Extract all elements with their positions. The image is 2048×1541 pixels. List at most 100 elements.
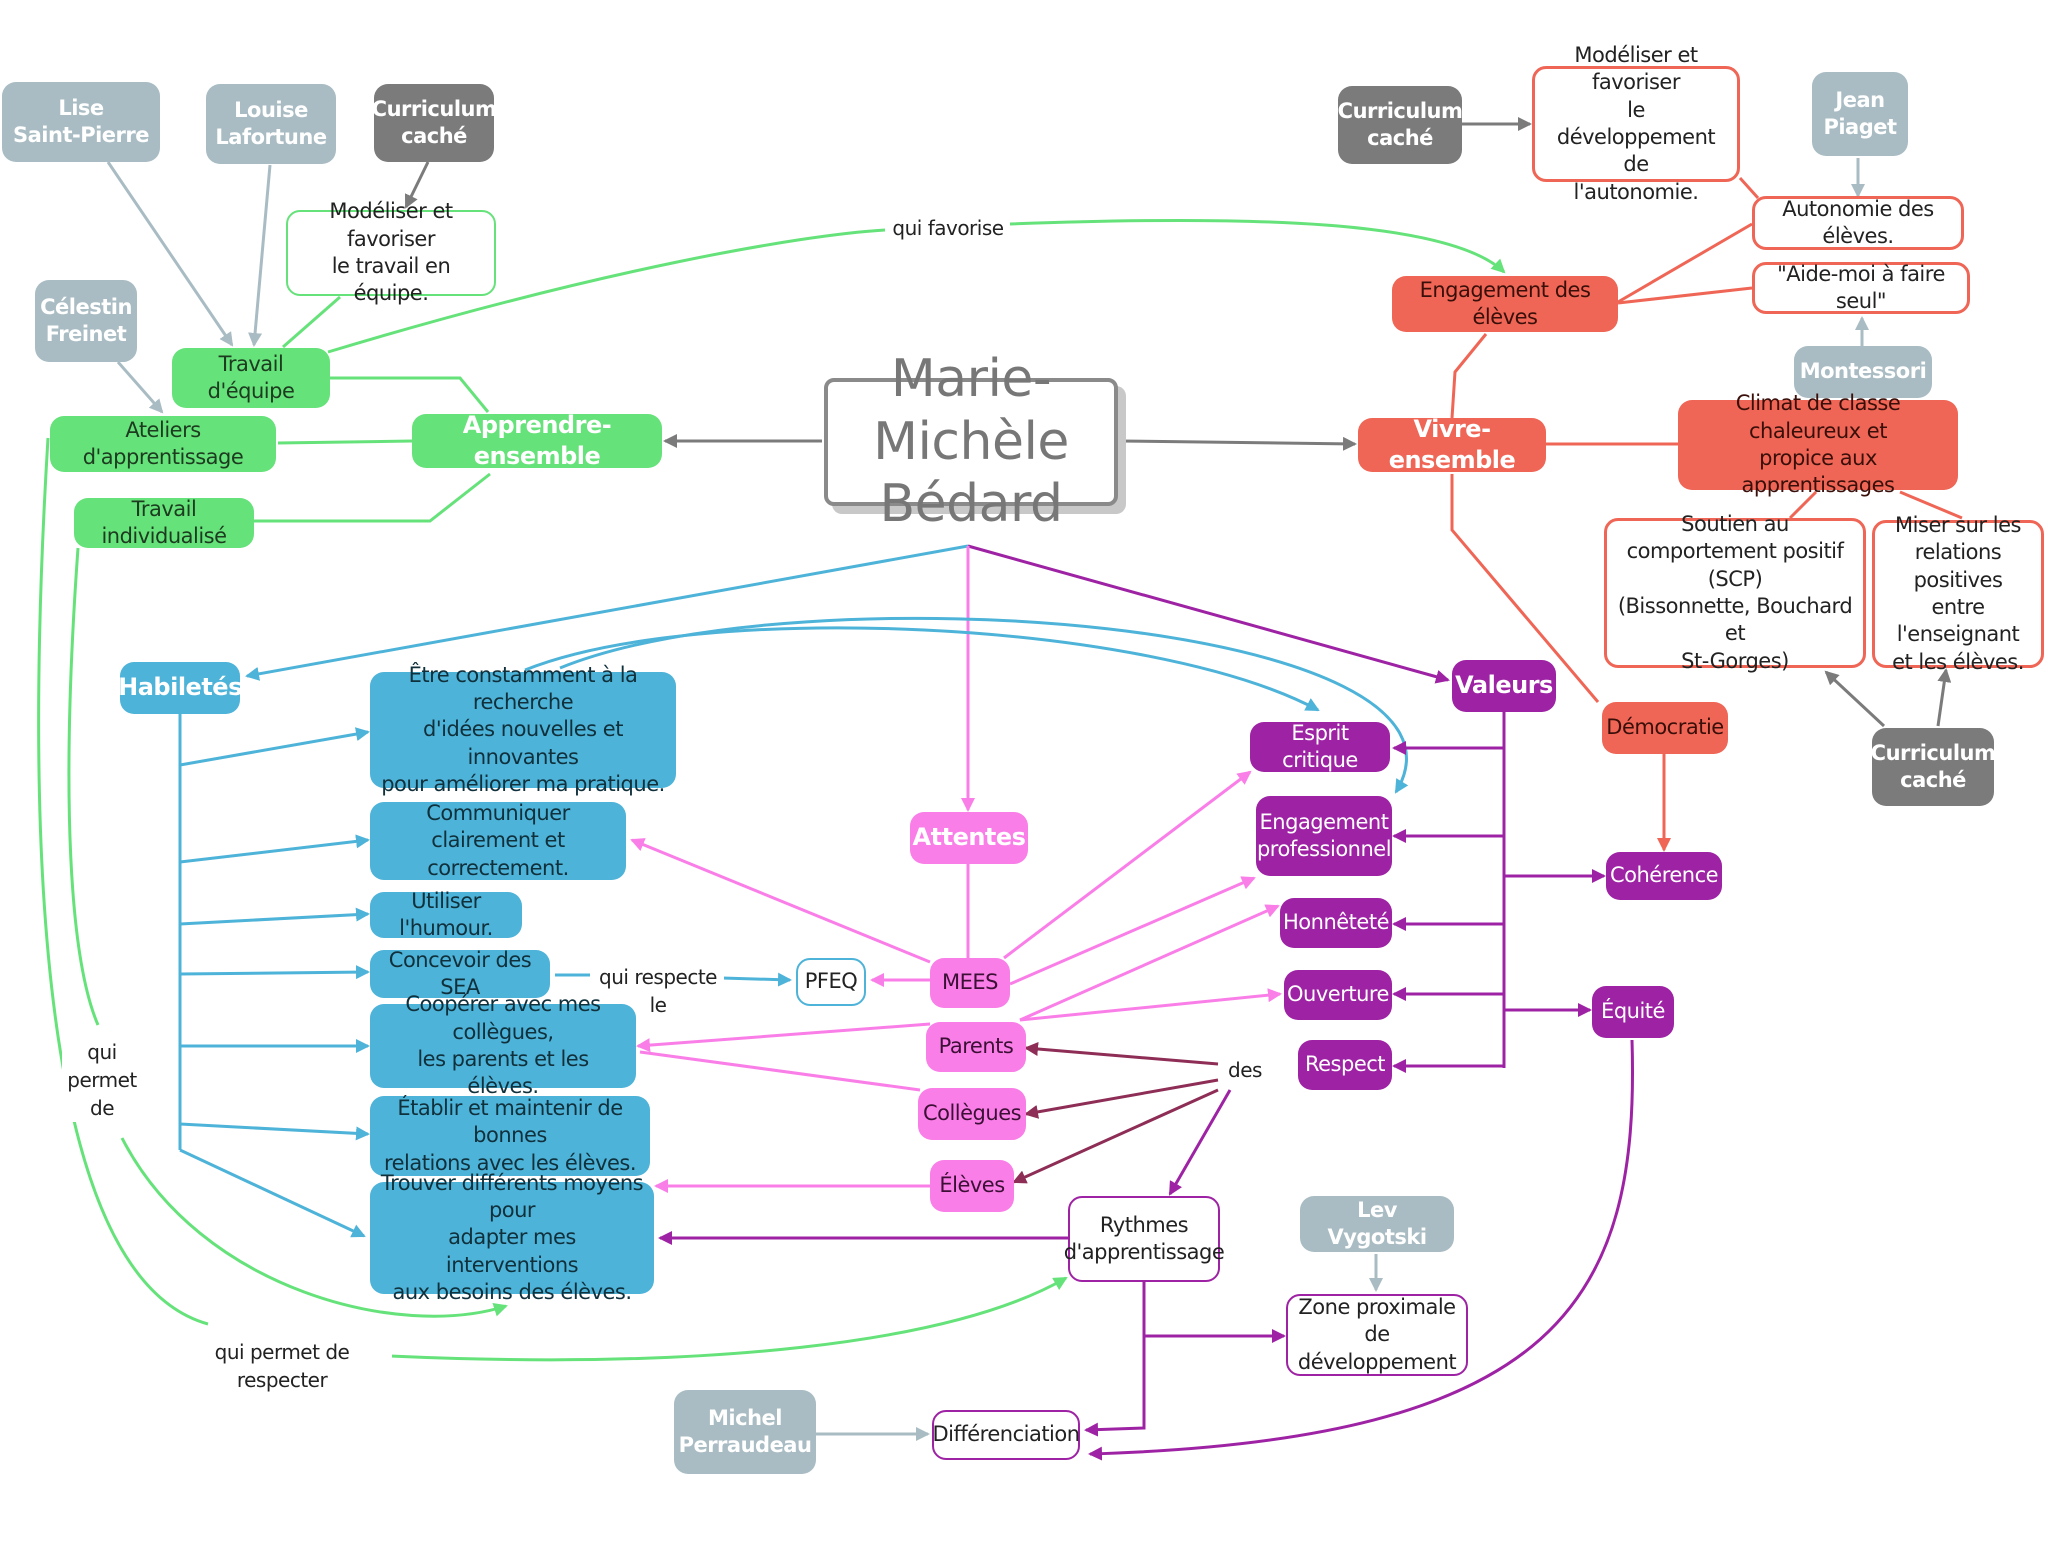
engagement-eleves-node[interactable]: Engagement des élèves — [1392, 276, 1618, 332]
edge-mees-communiquer — [630, 838, 931, 964]
edge-mees-engagement — [1009, 876, 1256, 986]
edge-hab-communiquer — [179, 834, 370, 864]
edge-hab-recherche — [179, 727, 370, 767]
vivre-ensemble-node[interactable]: Vivre-ensemble — [1358, 415, 1546, 474]
edge-celestin — [116, 361, 164, 414]
jean-piaget-node[interactable]: Jean Piaget — [1812, 72, 1908, 156]
soutien-scp-node[interactable]: Soutien au comportement positif (SCP) (B… — [1604, 512, 1866, 673]
parents-node[interactable]: Parents — [926, 1022, 1026, 1072]
central-title[interactable]: Marie-Michèle Bédard — [824, 349, 1118, 534]
etablir-relations-node[interactable]: Établir et maintenir de bonnes relations… — [370, 1096, 650, 1176]
edge-qui-favorise — [327, 218, 1504, 354]
engagement-professionnel-node[interactable]: Engagement professionnel — [1256, 796, 1392, 876]
humour-node[interactable]: Utiliser l'humour. — [370, 889, 522, 940]
edge-ateliers-apprendre — [277, 439, 413, 445]
climat-classe-node[interactable]: Climat de classe chaleureux et propice a… — [1678, 391, 1958, 497]
concevoir-sea-node[interactable]: Concevoir des SEA — [370, 948, 550, 999]
edge-title-habiletes — [245, 544, 969, 681]
edge-title-vivre — [1119, 436, 1357, 451]
attentes-node[interactable]: Attentes — [910, 812, 1028, 864]
edge-vivre-democratie — [1450, 474, 1600, 703]
label-qui-favorise: qui favorise — [888, 214, 1008, 242]
edge-climat-soutien — [1788, 490, 1818, 520]
edge-louise — [248, 164, 272, 347]
edge-title-valeurs — [967, 544, 1450, 684]
edge-qui-permet-respecter — [37, 437, 1066, 1362]
edge-mees-ouverture — [1019, 988, 1282, 1022]
edge-autonomie-engagement — [1617, 222, 1753, 304]
coherence-node[interactable]: Cohérence — [1606, 852, 1722, 900]
curriculum-cache-red-node[interactable]: Curriculum caché — [1338, 86, 1463, 164]
respect-node[interactable]: Respect — [1298, 1040, 1392, 1090]
habiletes-node[interactable]: Habiletés — [118, 662, 242, 714]
mees-node[interactable]: MEES — [930, 958, 1010, 1008]
cooperer-node[interactable]: Coopérer avec mes collègues, les parents… — [370, 992, 636, 1098]
edge-des-eleves — [1012, 1088, 1219, 1184]
label-qui-permet-respecter: qui permet de respecter — [172, 1338, 392, 1394]
lise-saint-pierre-node[interactable]: Lise Saint-Pierre — [2, 82, 160, 162]
edge-hab-trouver — [179, 1148, 366, 1238]
rythmes-apprentissage-node[interactable]: Rythmes d'apprentissage — [1064, 1196, 1225, 1282]
edge-equite-diff — [1088, 1039, 1634, 1461]
ouverture-node[interactable]: Ouverture — [1284, 970, 1392, 1020]
apprendre-ensemble-node[interactable]: Apprendre-ensemble — [412, 411, 662, 470]
democratie-node[interactable]: Démocratie — [1602, 702, 1728, 754]
edge-indiv-apprendre — [254, 472, 491, 523]
label-qui-permet-de: qui permet de — [62, 1038, 142, 1122]
edge-curriculum2-miser — [1936, 668, 1952, 727]
modeliser-equipe-node[interactable]: Modéliser et favoriser le travail en équ… — [286, 199, 496, 305]
ateliers-apprentissage-node[interactable]: Ateliers d'apprentissage — [50, 416, 276, 472]
valeurs-node[interactable]: Valeurs — [1452, 660, 1556, 712]
travail-equipe-node[interactable]: Travail d'équipe — [172, 348, 330, 408]
edge-mees-cooperer — [636, 1022, 931, 1053]
curriculum-cache-red2-node[interactable]: Curriculum caché — [1871, 728, 1996, 806]
edge-hab-concevoir — [179, 965, 370, 980]
edge-hab-etablir — [179, 1122, 370, 1141]
miser-relations-node[interactable]: Miser sur les relations positives entre … — [1872, 513, 2044, 674]
edge-curriculum-g — [404, 161, 430, 209]
honnetete-node[interactable]: Honnêteté — [1280, 898, 1392, 948]
differenciation-node[interactable]: Différenciation — [932, 1410, 1080, 1460]
trouver-moyens-node[interactable]: Trouver différents moyens pour adapter m… — [370, 1171, 654, 1304]
edge-engagement-vivre — [1450, 333, 1488, 419]
edge-model-autonomie — [1738, 176, 1760, 200]
edge-recherche-engagement — [559, 616, 1409, 794]
recherche-node[interactable]: Être constamment à la recherche d'idées … — [370, 663, 676, 796]
modeliser-autonomie-node[interactable]: Modéliser et favoriser le développement … — [1532, 43, 1740, 204]
edge-qui-permet-de — [67, 547, 506, 1316]
collegues-node[interactable]: Collègues — [918, 1088, 1026, 1140]
edge-des-parents — [1024, 1042, 1219, 1066]
celestin-freinet-node[interactable]: Célestin Freinet — [35, 280, 137, 362]
eleves-node[interactable]: Élèves — [930, 1160, 1014, 1212]
edge-des-collegues — [1024, 1078, 1219, 1119]
autonomie-eleves-node[interactable]: Autonomie des élèves. — [1752, 196, 1964, 250]
zone-proximale-node[interactable]: Zone proximale de développement — [1286, 1294, 1468, 1376]
edge-lise — [106, 161, 234, 347]
edge-recherche-esprit — [524, 626, 1320, 712]
edge-equipe-apprendre — [330, 376, 490, 413]
louise-lafortune-node[interactable]: Louise Lafortune — [206, 84, 336, 164]
pfeq-node[interactable]: PFEQ — [796, 958, 866, 1006]
travail-individualise-node[interactable]: Travail individualisé — [74, 497, 254, 548]
edge-mees-esprit — [1003, 770, 1252, 960]
communiquer-node[interactable]: Communiquer clairement et correctement. — [370, 801, 626, 880]
label-des: des — [1220, 1056, 1270, 1084]
michel-perraudeau-node[interactable]: Michel Perraudeau — [674, 1390, 816, 1474]
lev-vygotski-node[interactable]: Lev Vygotski — [1300, 1196, 1454, 1252]
curriculum-cache-green-node[interactable]: Curriculum caché — [372, 84, 497, 162]
montessori-node[interactable]: Montessori — [1794, 346, 1932, 398]
edge-rythmes-diff — [1084, 1336, 1146, 1437]
edge-collegues-cooperer — [639, 1050, 921, 1092]
esprit-critique-node[interactable]: Esprit critique — [1250, 721, 1390, 772]
edge-mees-honnetete — [1019, 904, 1280, 1022]
edge-concevoir-respecte — [555, 975, 790, 980]
edge-climat-miser — [1899, 490, 1963, 520]
edge-rythmes-zone — [1142, 1282, 1286, 1343]
edge-hab-humour — [179, 907, 370, 926]
equite-node[interactable]: Équité — [1592, 986, 1674, 1038]
aide-moi-node[interactable]: "Aide-moi à faire seul" — [1752, 262, 1970, 314]
edge-des-rythmes — [1168, 1089, 1232, 1196]
edge-equipe-model — [282, 295, 341, 349]
